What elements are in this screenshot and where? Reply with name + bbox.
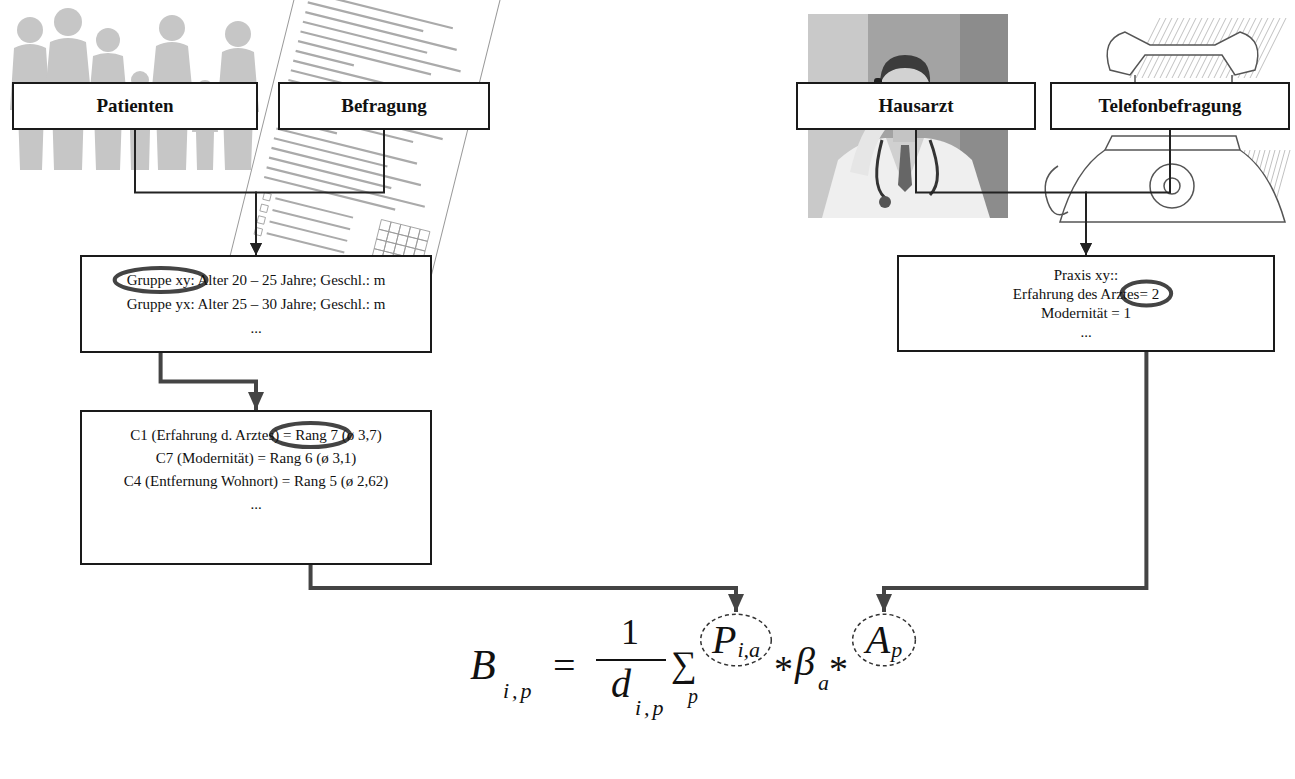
box-text: ... <box>1080 323 1091 342</box>
box-heading: Hausarzt <box>879 94 954 118</box>
formula-symbol: i,p <box>503 680 535 702</box>
highlight-ellipse <box>82 257 83 258</box>
connector-arrow <box>256 130 384 255</box>
formula-symbol: * <box>774 650 793 688</box>
box-heading: Telefonbefragung <box>1099 94 1242 118</box>
connector-arrow <box>135 130 256 255</box>
box-heading: Befragung <box>341 94 427 118</box>
telephone-sketch <box>1045 18 1290 222</box>
box-text: Gruppe xy: Alter 20 – 25 Jahre; Geschl.:… <box>127 268 386 292</box>
data-box: Praxis xy::Erfahrung des Arztes= 2Modern… <box>897 255 1275 352</box>
box-text: ... <box>250 316 261 340</box>
formula-symbol: * <box>829 650 848 688</box>
formula-subscript: p <box>891 639 902 661</box>
formula-term-ellipse: Pi,a <box>700 612 772 668</box>
source-box: Patienten <box>12 82 258 130</box>
formula-symbol: i,p <box>635 697 667 719</box>
formula-symbol: 1 <box>621 614 639 650</box>
box-text: C4 (Entfernung Wohnort) = Rang 5 (ø 2,62… <box>124 470 388 493</box>
formula-subscript: i,a <box>737 639 760 661</box>
data-box: C1 (Erfahrung d. Arztes) = Rang 7 (ø 3,7… <box>80 410 432 565</box>
connector-arrow <box>161 353 256 410</box>
connector-arrow <box>916 130 1086 255</box>
box-text: Praxis xy:: <box>1054 266 1119 285</box>
formula-symbol: B <box>470 644 496 686</box>
fraction-bar <box>596 659 666 661</box>
box-text: ... <box>250 493 261 516</box>
highlight-ellipse <box>899 257 900 258</box>
box-text: C1 (Erfahrung d. Arztes) = Rang 7 (ø 3,7… <box>130 424 382 447</box>
highlight-ellipse <box>82 412 83 413</box>
formula-term-ellipse: Ap <box>852 612 916 668</box>
box-text: C7 (Modernität) = Rang 6 (ø 3,1) <box>156 447 357 470</box>
formula-symbol: P <box>712 620 736 660</box>
box-heading: Patienten <box>96 94 173 118</box>
formula-symbol: β <box>795 642 815 682</box>
connector-arrow <box>311 565 736 612</box>
formula-symbol: ∑ <box>671 646 697 682</box>
connector-arrow <box>884 352 1146 612</box>
formula-symbol: p <box>688 686 698 706</box>
formula-symbol: d <box>611 664 631 704</box>
formula-symbol: a <box>818 672 829 694</box>
formula-symbol: A <box>866 620 890 660</box>
source-box: Telefonbefragung <box>1050 82 1290 130</box>
box-text: Erfahrung des Arztes= 2 <box>1013 285 1159 304</box>
connector-arrow <box>1086 130 1170 255</box>
formula-symbol: = <box>553 646 576 686</box>
data-box: Gruppe xy: Alter 20 – 25 Jahre; Geschl.:… <box>80 255 432 353</box>
box-text: Modernität = 1 <box>1041 304 1131 323</box>
source-box: Hausarzt <box>796 82 1036 130</box>
source-box: Befragung <box>278 82 490 130</box>
box-text: Gruppe yx: Alter 25 – 30 Jahre; Geschl.:… <box>127 292 386 316</box>
